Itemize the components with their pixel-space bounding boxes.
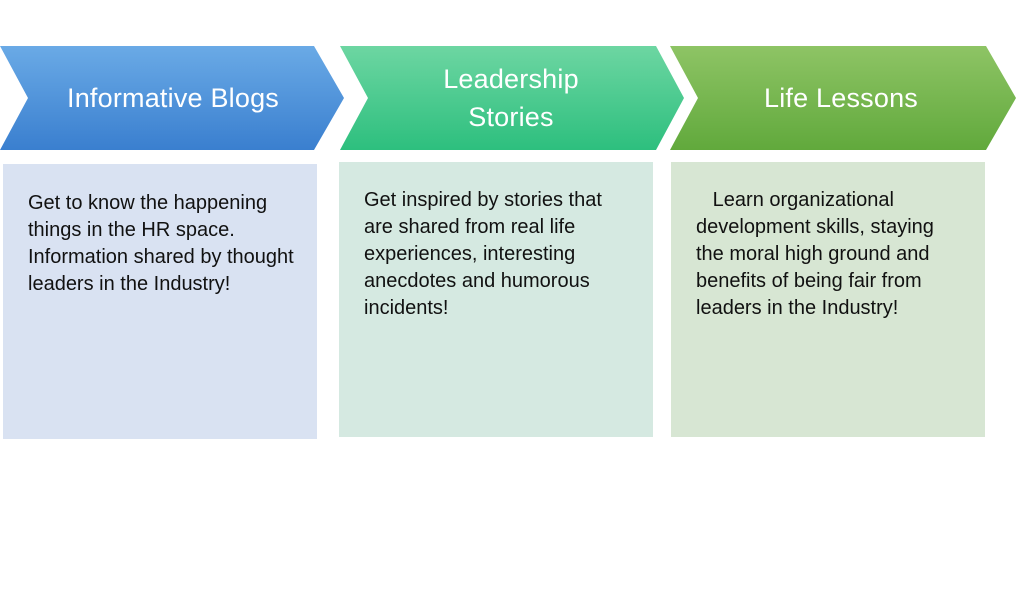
chevron-informative-blogs <box>0 46 344 150</box>
chevron-title-informative-blogs: Informative Blogs <box>30 46 316 150</box>
description-card-leadership-stories: Get inspired by stories that are shared … <box>339 162 653 437</box>
description-card-informative-blogs: Get to know the happening things in the … <box>3 164 317 439</box>
chevron-title-line: Informative Blogs <box>67 83 279 113</box>
chevron-title-leadership-stories: Leadership Stories <box>380 46 642 150</box>
chevron-title-line: Stories <box>468 102 554 132</box>
chevron-life-lessons <box>670 46 1016 150</box>
description-text: Learn organizational development skills,… <box>696 189 940 319</box>
description-text: Get to know the happening things in the … <box>28 192 294 295</box>
chevron-leadership-stories <box>340 46 684 150</box>
chevron-title-life-lessons: Life Lessons <box>710 46 972 150</box>
chevron-title-line: Life Lessons <box>764 83 918 113</box>
description-text: Get inspired by stories that are shared … <box>364 189 602 319</box>
description-card-life-lessons: Learn organizational development skills,… <box>671 162 985 437</box>
chevron-title-line: Leadership <box>443 64 579 94</box>
